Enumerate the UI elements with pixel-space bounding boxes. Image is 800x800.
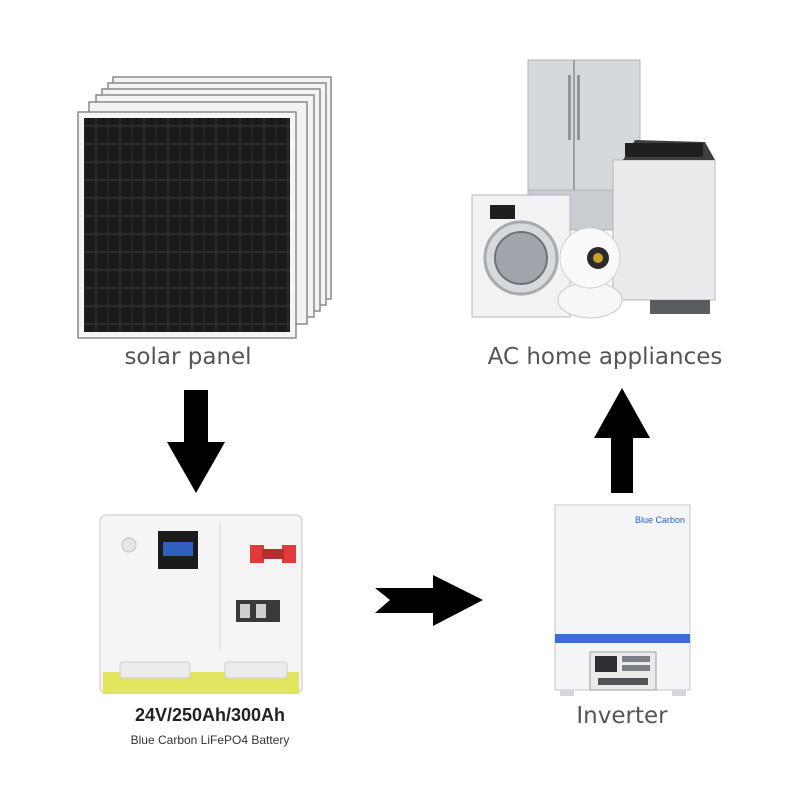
arrow-down-icon [167,390,225,493]
arrow-up-icon [594,388,650,493]
solar-panel-icon [77,76,332,339]
battery-name-label: Blue Carbon LiFePO4 Battery [130,733,290,747]
battery-icon [99,514,303,694]
arrow-right-icon [375,575,483,626]
solar-panel-label: solar panel [124,344,252,370]
appliances-icon [471,59,716,319]
inverter-label: Inverter [576,703,668,729]
ac-appliances-label: AC home appliances [487,344,723,370]
inverter-icon [554,504,691,696]
battery-spec-label: 24V/250Ah/300Ah [134,705,286,725]
inverter-brand-logo: Blue Carbon [635,515,685,525]
